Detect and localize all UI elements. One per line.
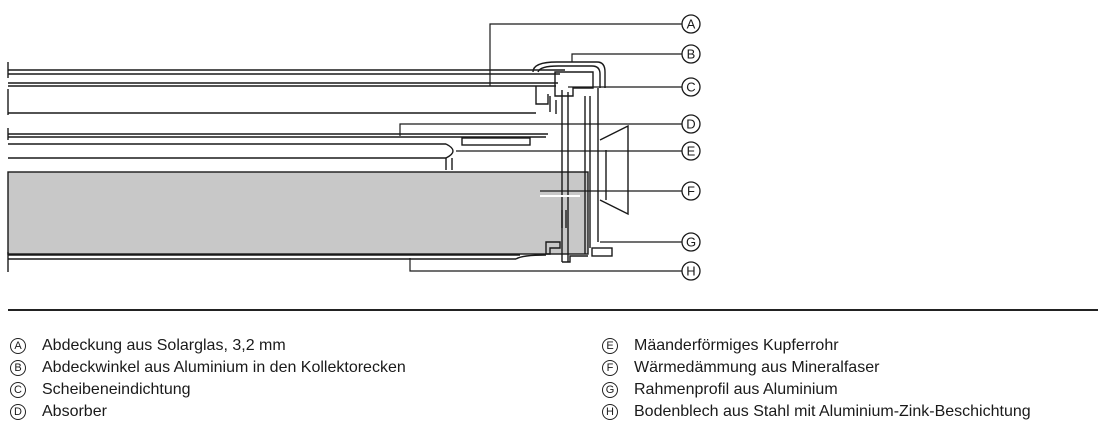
callout-label-g: G <box>686 235 696 250</box>
legend-badge: C <box>10 382 26 398</box>
callout-circle-a <box>681 14 701 34</box>
callout-circle-b <box>681 44 701 64</box>
legend-item-c: C Scheibeneindichtung <box>10 379 406 401</box>
legend-badge: B <box>10 360 26 376</box>
callout-circle-e <box>681 141 701 161</box>
glass-seal <box>535 71 594 114</box>
legend-text: Wärmedämmung aus Mineralfaser <box>634 359 880 376</box>
legend-text: Bodenblech aus Stahl mit Aluminium-Zink-… <box>634 403 1031 420</box>
callout-label-b: B <box>687 47 696 62</box>
callout-label-c: C <box>686 80 695 95</box>
callout-circle-f <box>681 181 701 201</box>
legend-badge: D <box>10 404 26 420</box>
legend-item-e: E Mäanderförmiges Kupferrohr <box>602 335 1031 357</box>
callout-label-e: E <box>687 144 696 159</box>
legend-badge: A <box>10 338 26 354</box>
aluminium-frame-profile <box>545 88 629 263</box>
legend-badge: G <box>602 382 618 398</box>
leader-lines <box>399 23 682 272</box>
legend-right: E Mäanderförmiges Kupferrohr F Wärmedämm… <box>602 335 1031 423</box>
legend-item-d: D Absorber <box>10 401 406 423</box>
legend-badge: H <box>602 404 618 420</box>
mineral-fibre-insulation <box>7 171 589 255</box>
legend-text: Absorber <box>42 403 107 420</box>
legend-text: Scheibeneindichtung <box>42 381 191 398</box>
callout-label-f: F <box>687 184 695 199</box>
divider-line <box>8 309 1098 311</box>
legend-left: A Abdeckung aus Solarglas, 3,2 mm B Abde… <box>10 335 406 423</box>
callout-circle-c <box>681 77 701 97</box>
legend-badge: F <box>602 360 618 376</box>
legend-item-a: A Abdeckung aus Solarglas, 3,2 mm <box>10 335 406 357</box>
legend-item-h: H Bodenblech aus Stahl mit Aluminium-Zin… <box>602 401 1031 423</box>
bottom-sheet <box>7 252 547 272</box>
legend-text: Abdeckung aus Solarglas, 3,2 mm <box>42 337 286 354</box>
copper-pipe <box>8 137 531 170</box>
legend-badge: E <box>602 338 618 354</box>
callout-markers: AB C DE F GH <box>681 14 701 281</box>
collector-cross-section-diagram: AB C DE F GH <box>7 14 701 281</box>
legend-text: Mäanderförmiges Kupferrohr <box>634 337 839 354</box>
absorber-plate <box>7 89 548 140</box>
callout-label-a: A <box>687 17 696 32</box>
callout-label-d: D <box>686 117 695 132</box>
legend-item-f: F Wärmedämmung aus Mineralfaser <box>602 357 1031 379</box>
aluminium-cover-angle <box>532 61 606 88</box>
solar-glass-cover <box>7 62 565 87</box>
legend-text: Abdeckwinkel aus Aluminium in den Kollek… <box>42 359 406 376</box>
callout-circle-g <box>681 232 701 252</box>
callout-label-h: H <box>686 264 695 279</box>
callout-circle-h <box>681 261 701 281</box>
legend-item-b: B Abdeckwinkel aus Aluminium in den Koll… <box>10 357 406 379</box>
callout-circle-d <box>681 114 701 134</box>
legend-item-g: G Rahmenprofil aus Aluminium <box>602 379 1031 401</box>
legend-text: Rahmenprofil aus Aluminium <box>634 381 838 398</box>
